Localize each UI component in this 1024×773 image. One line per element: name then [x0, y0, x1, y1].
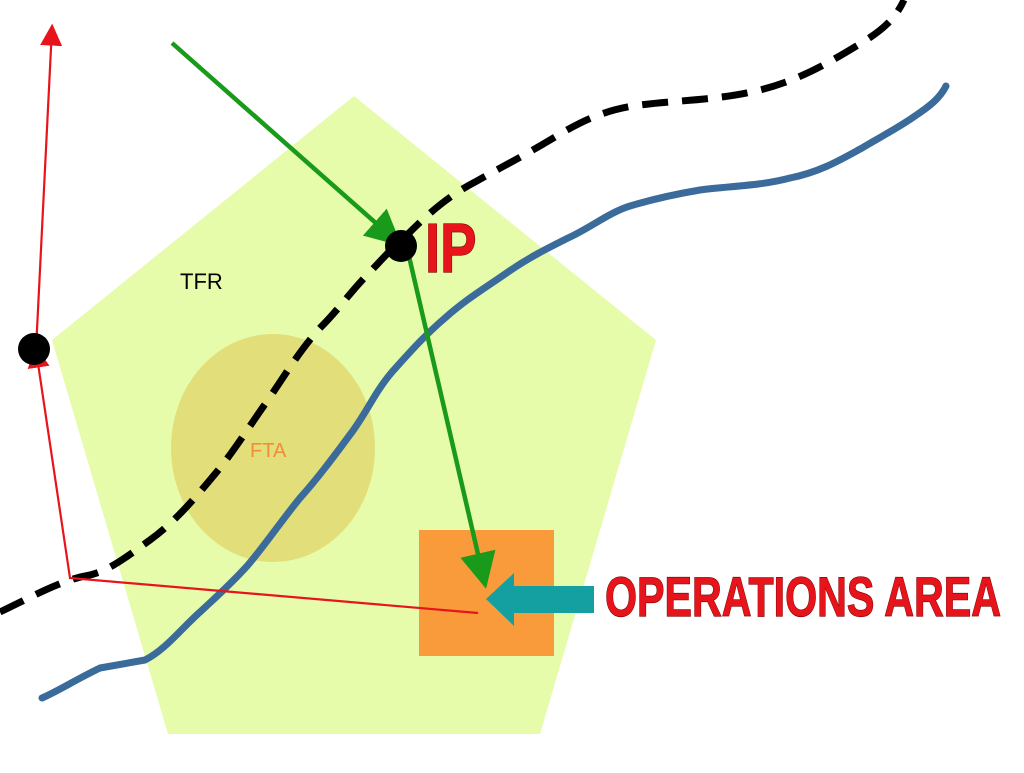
arrow-left-icon [486, 573, 594, 626]
approach-route-to-operations [405, 251, 496, 589]
operations-area-label: OPERATIONS AREA [605, 565, 1001, 628]
fta-zone [171, 334, 375, 562]
road-line [0, 0, 908, 616]
river-line [38, 82, 950, 702]
tfr-label: TFR [180, 269, 223, 294]
departure-route-exit [34, 23, 63, 351]
ip-waypoint-icon [385, 230, 417, 262]
ip-label: IP [425, 210, 477, 288]
departure-route [27, 345, 479, 615]
exit-waypoint-icon [18, 333, 50, 365]
fta-label: FTA [250, 440, 287, 462]
approach-route-to-ip [170, 41, 402, 246]
